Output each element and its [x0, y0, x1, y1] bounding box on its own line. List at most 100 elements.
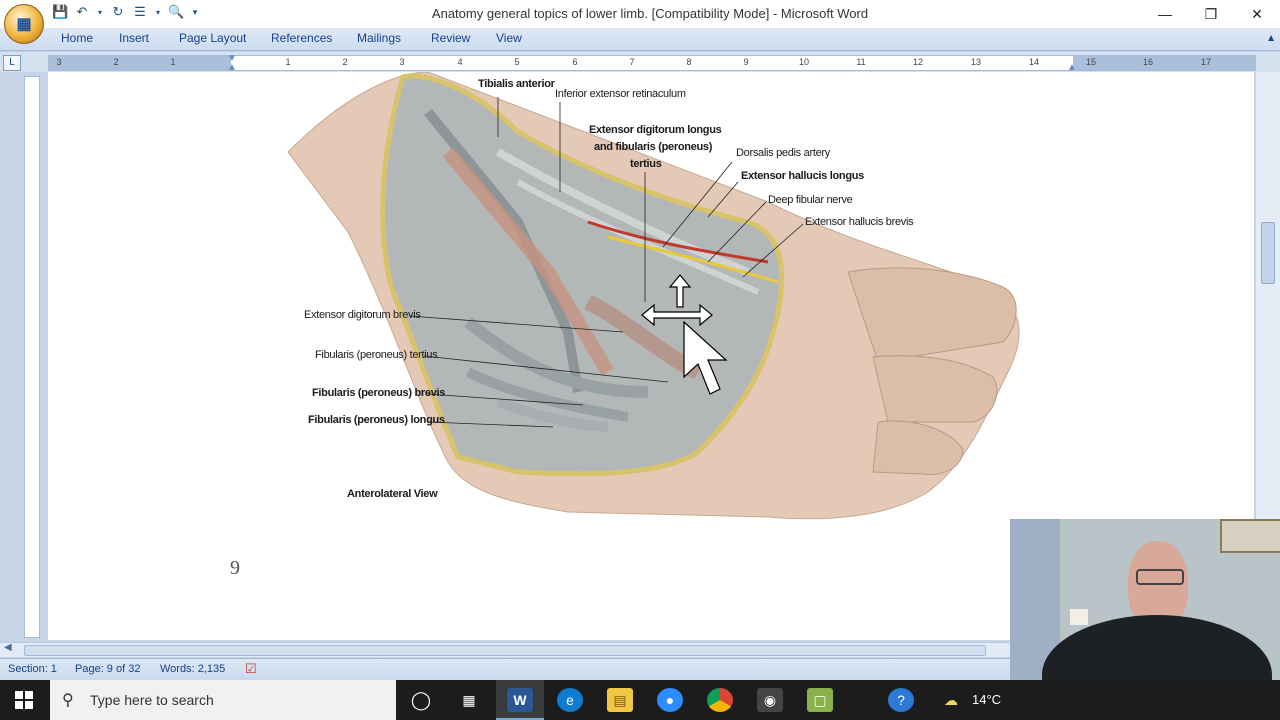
ruler-number: 11 — [856, 57, 866, 67]
horizontal-scrollbar[interactable]: ◀ — [0, 642, 1010, 657]
horizontal-ruler[interactable]: 3 2 1 1 2 3 4 5 6 7 8 9 10 11 12 13 14 1… — [48, 53, 1256, 73]
undo-dropdown-icon[interactable]: ▾ — [97, 7, 102, 17]
save-icon[interactable]: 💾 — [52, 4, 69, 19]
ruler-number: 5 — [514, 57, 520, 67]
label-dorsalis-pedis-artery: Dorsalis pedis artery — [736, 147, 830, 159]
title-bar: 💾 ↶ ▾ ↻ ☰ ▾ 🔍 ▾ Anatomy general topics o… — [0, 0, 1280, 28]
ruler-number: 3 — [56, 57, 62, 67]
ruler-number: 7 — [629, 57, 635, 67]
ruler-left-margin — [49, 56, 231, 70]
status-words[interactable]: Words: 2,135 — [160, 663, 226, 675]
status-section[interactable]: Section: 1 — [8, 663, 57, 675]
tab-view[interactable]: View — [496, 31, 522, 45]
label-fibularis-brevis: Fibularis (peroneus) brevis — [312, 387, 446, 399]
label-extensor-digitorum-longus-line3: tertius — [630, 158, 662, 170]
ruler-number: 9 — [743, 57, 749, 67]
cortana-icon[interactable]: ◯ — [410, 689, 432, 710]
tab-insert[interactable]: Insert — [119, 31, 150, 45]
ruler-number: 2 — [342, 57, 348, 67]
horizontal-scroll-thumb[interactable] — [24, 645, 986, 656]
quick-access-toolbar: 💾 ↶ ▾ ↻ ☰ ▾ 🔍 ▾ — [52, 4, 200, 20]
status-page[interactable]: Page: 9 of 32 — [75, 663, 141, 675]
print-preview-icon[interactable]: 🔍 — [168, 4, 185, 19]
window-controls: — ❐ ✕ — [1142, 0, 1280, 28]
ribbon-tabs: Home Insert Page Layout References Maili… — [0, 28, 1280, 51]
bullets-dropdown-icon[interactable]: ▾ — [155, 7, 160, 17]
ruler-number: 16 — [1142, 57, 1154, 67]
taskbar: ⚲ Type here to search ◯ ▦ W e ▤ ● ◉ ▢ ? … — [0, 680, 1280, 720]
label-inferior-extensor-retinaculum: Inferior extensor retinaculum — [555, 88, 686, 100]
minimize-button[interactable]: — — [1158, 6, 1172, 22]
ruler-number: 12 — [912, 57, 924, 67]
status-bar: Section: 1 Page: 9 of 32 Words: 2,135 ☑ — [0, 658, 1010, 681]
weather-temperature[interactable]: 14°C — [972, 692, 1002, 707]
notes-app-icon[interactable]: ▢ — [807, 688, 833, 712]
right-indent-marker[interactable]: ▲ — [1067, 62, 1077, 73]
ribbon-expand-icon[interactable]: ▲ — [1266, 33, 1276, 44]
document-page[interactable]: Tibialis anterior Inferior extensor reti… — [48, 72, 1254, 640]
label-extensor-digitorum-longus-line2: and fibularis (peroneus) — [594, 141, 713, 153]
camera-app-icon[interactable]: ◉ — [757, 688, 783, 712]
tab-page-layout[interactable]: Page Layout — [179, 31, 247, 45]
page-number: 9 — [230, 557, 240, 579]
ruler-number: 10 — [798, 57, 810, 67]
close-button[interactable]: ✕ — [1251, 5, 1263, 22]
search-icon: ⚲ — [62, 692, 74, 709]
label-fibularis-longus: Fibularis (peroneus) longus — [308, 414, 445, 426]
search-placeholder: Type here to search — [90, 692, 214, 708]
ruler-number: 15 — [1085, 57, 1097, 67]
ruler-right-margin — [1073, 56, 1255, 70]
office-logo-icon: ▦ — [16, 16, 32, 33]
edge-icon[interactable]: e — [557, 688, 583, 712]
label-extensor-digitorum-brevis: Extensor digitorum brevis — [304, 309, 421, 321]
tab-mailings[interactable]: Mailings — [357, 31, 402, 45]
tab-references[interactable]: References — [271, 31, 333, 45]
window-title: Anatomy general topics of lower limb. [C… — [431, 6, 869, 21]
ruler-number: 13 — [970, 57, 982, 67]
taskbar-search[interactable]: ⚲ Type here to search — [50, 680, 396, 720]
label-tibialis-anterior: Tibialis anterior — [478, 78, 555, 90]
windows-logo-icon — [15, 691, 33, 709]
customize-qat-icon[interactable]: ▾ — [192, 6, 198, 17]
bullets-icon[interactable]: ☰ — [134, 4, 146, 19]
label-fibularis-tertius: Fibularis (peroneus) tertius — [315, 349, 438, 361]
hanging-indent-marker[interactable]: ▲ — [227, 62, 237, 73]
help-icon[interactable]: ? — [888, 688, 914, 712]
restore-button[interactable]: ❐ — [1204, 5, 1218, 22]
ruler-number: 1 — [170, 57, 176, 67]
undo-icon[interactable]: ↶ — [76, 4, 88, 19]
label-deep-fibular-nerve: Deep fibular nerve — [768, 194, 853, 206]
vertical-ruler[interactable] — [24, 76, 40, 638]
ruler-number: 8 — [686, 57, 692, 67]
label-view: Anterolateral View — [347, 488, 438, 500]
ruler-number: 17 — [1200, 57, 1212, 67]
foot-anatomy-illustration — [287, 72, 1020, 520]
label-extensor-digitorum-longus-line1: Extensor digitorum longus — [589, 124, 722, 136]
ruler-number: 3 — [399, 57, 405, 67]
proofing-error-icon[interactable]: ☑ — [245, 661, 257, 676]
weather-icon[interactable]: ☁ — [944, 691, 958, 708]
move-cursor-icon — [641, 274, 728, 395]
start-button[interactable] — [0, 680, 48, 720]
label-extensor-hallucis-longus: Extensor hallucis longus — [741, 170, 864, 182]
ruler-number: 14 — [1028, 57, 1040, 67]
scroll-left-icon[interactable]: ◀ — [4, 642, 12, 653]
label-extensor-hallucis-brevis: Extensor hallucis brevis — [805, 216, 914, 228]
tab-selector-button[interactable]: L — [3, 55, 21, 71]
ruler-number: 6 — [572, 57, 578, 67]
redo-icon[interactable]: ↻ — [112, 4, 124, 19]
vertical-scroll-thumb[interactable] — [1261, 222, 1275, 284]
ruler-row: L 3 2 1 1 2 3 4 5 6 7 8 9 10 11 12 13 14… — [0, 52, 1280, 73]
word-app-icon[interactable]: W — [507, 688, 533, 712]
ruler-number: 1 — [285, 57, 291, 67]
tab-review[interactable]: Review — [431, 31, 471, 45]
office-button[interactable]: ▦ — [4, 4, 44, 44]
chrome-icon[interactable] — [707, 688, 733, 712]
zoom-icon[interactable]: ● — [657, 688, 683, 712]
file-explorer-icon[interactable]: ▤ — [607, 688, 633, 712]
ruler-number: 2 — [113, 57, 119, 67]
ruler-number: 4 — [457, 57, 463, 67]
task-view-icon[interactable]: ▦ — [462, 691, 476, 708]
first-line-indent-marker[interactable]: ▼ — [227, 53, 237, 64]
tab-home[interactable]: Home — [61, 31, 94, 45]
